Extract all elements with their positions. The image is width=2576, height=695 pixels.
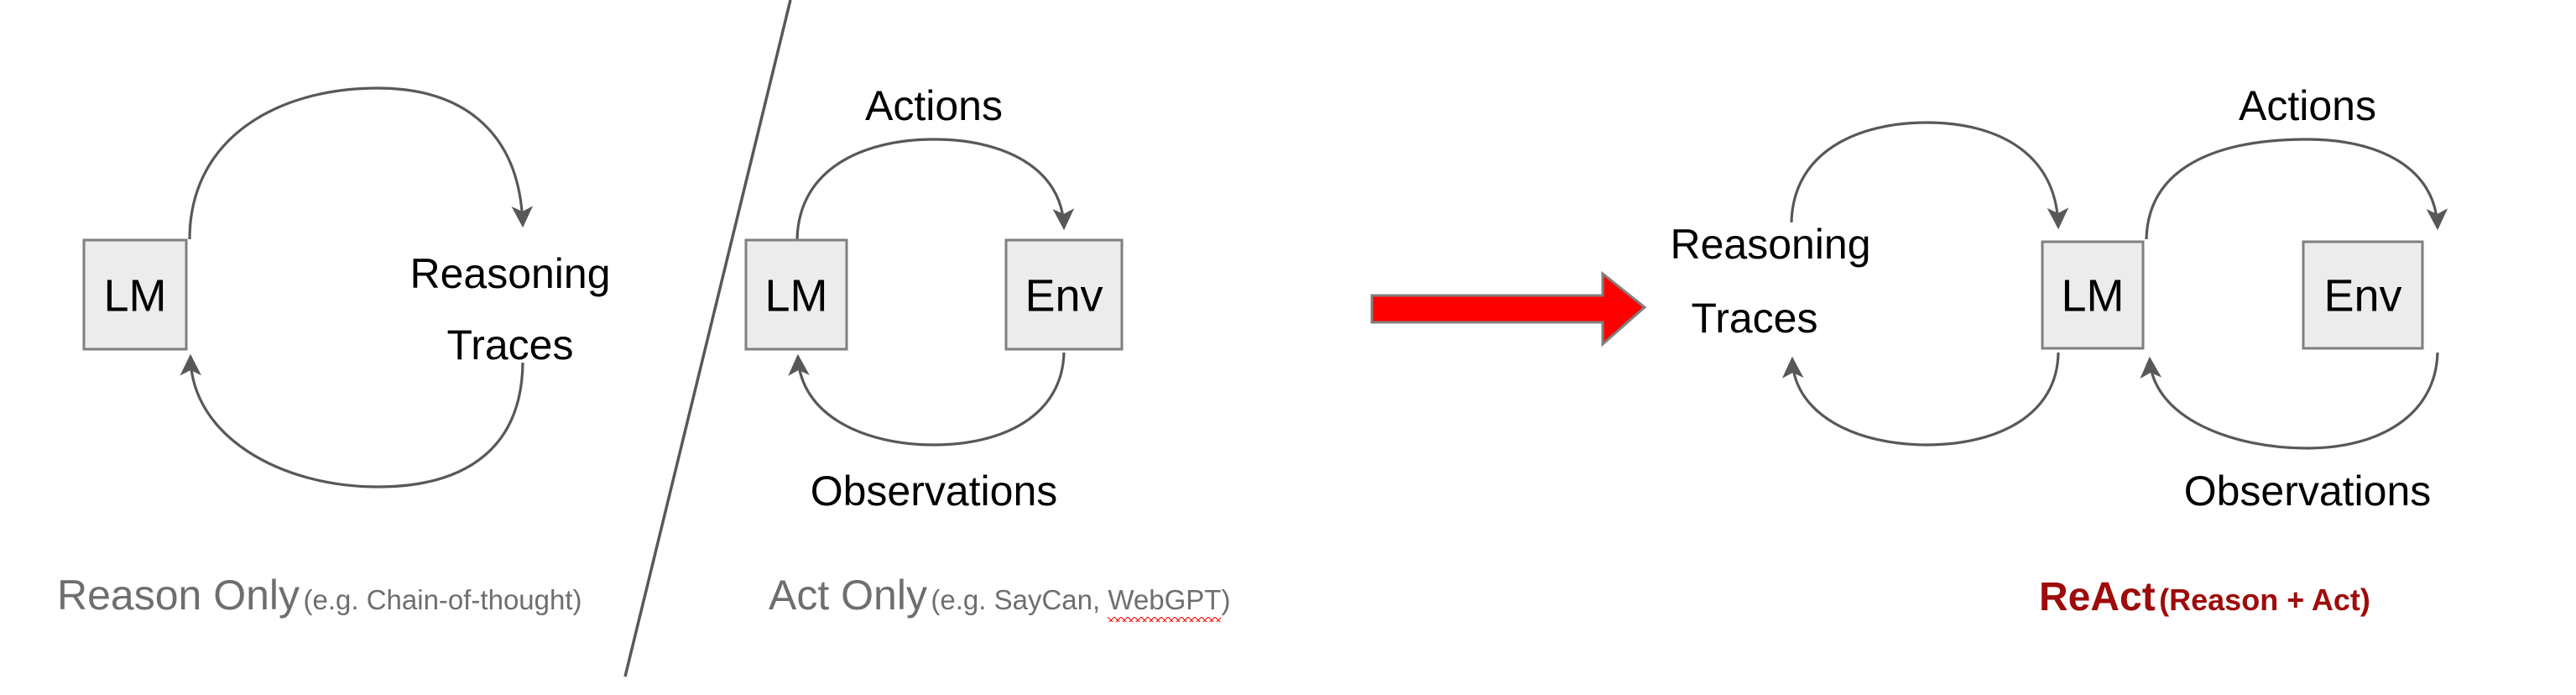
panel-divider-line (623, 0, 792, 677)
caption-act-only-sub-after: ) (1221, 584, 1231, 615)
caption-reason-only: Reason Only (e.g. Chain-of-thought) (57, 571, 582, 619)
panel-react: LM Env Reasoning Traces Actions Observat… (1670, 82, 2448, 515)
node-lm-reason-only[interactable] (82, 238, 188, 351)
label-reasoning-traces-react-line1: Reasoning (1670, 221, 1870, 268)
label-reasoning-traces-line2: Traces (447, 321, 574, 368)
caption-act-only-sub-before: (e.g. SayCan, (931, 584, 1108, 615)
caption-act-only-misspelled-word: WebGPT (1108, 584, 1222, 622)
red-right-arrow (1370, 270, 1647, 348)
caption-reason-only-sub: (e.g. Chain-of-thought) (303, 584, 582, 615)
label-reasoning-traces-react-line2: Traces (1692, 295, 1818, 342)
caption-act-only-main: Act Only (769, 572, 927, 619)
node-lm-act-only[interactable] (744, 238, 848, 351)
node-lm-react[interactable] (2041, 240, 2145, 350)
caption-react: ReAct (Reason + Act) (2039, 574, 2370, 620)
label-observations-react: Observations (2184, 468, 2432, 515)
arrow-lm-to-reasoning-traces-react (1781, 352, 2060, 447)
caption-react-main: ReAct (2039, 575, 2156, 619)
caption-act-only-sub: (e.g. SayCan, WebGPT) (931, 584, 1231, 622)
caption-react-sub: (Reason + Act) (2159, 583, 2370, 617)
panel-reason-only: LM Reasoning Traces (82, 86, 611, 489)
arrow-actions-lm-to-env (795, 138, 1075, 240)
arrow-observations-env-to-lm-react (2140, 352, 2439, 450)
label-actions-act-only: Actions (865, 82, 1003, 129)
label-observations-act-only: Observations (811, 468, 1058, 515)
node-lm-react-label: LM (2061, 270, 2124, 321)
caption-act-only: Act Only (e.g. SayCan, WebGPT) (769, 571, 1231, 622)
node-env-react[interactable] (2302, 240, 2424, 350)
arrow-reasoning-traces-to-lm (180, 353, 524, 489)
node-env-act-only[interactable] (1004, 238, 1124, 351)
arrow-lm-to-reasoning-traces (188, 86, 534, 240)
arrow-actions-lm-to-env-react (2145, 138, 2448, 240)
node-env-act-only-label: Env (1025, 270, 1103, 321)
node-lm-act-only-label: LM (764, 270, 827, 321)
node-env-react-label: Env (2323, 270, 2401, 321)
caption-reason-only-main: Reason Only (57, 572, 300, 619)
panel-act-only: LM Env Actions Observations (744, 82, 1124, 515)
label-reasoning-traces-line1: Reasoning (409, 250, 610, 297)
node-lm-reason-only-label: LM (103, 270, 166, 321)
arrow-observations-env-to-lm (788, 352, 1066, 447)
label-actions-react: Actions (2239, 82, 2376, 129)
arrow-reasoning-traces-to-lm-react (1790, 121, 2069, 230)
